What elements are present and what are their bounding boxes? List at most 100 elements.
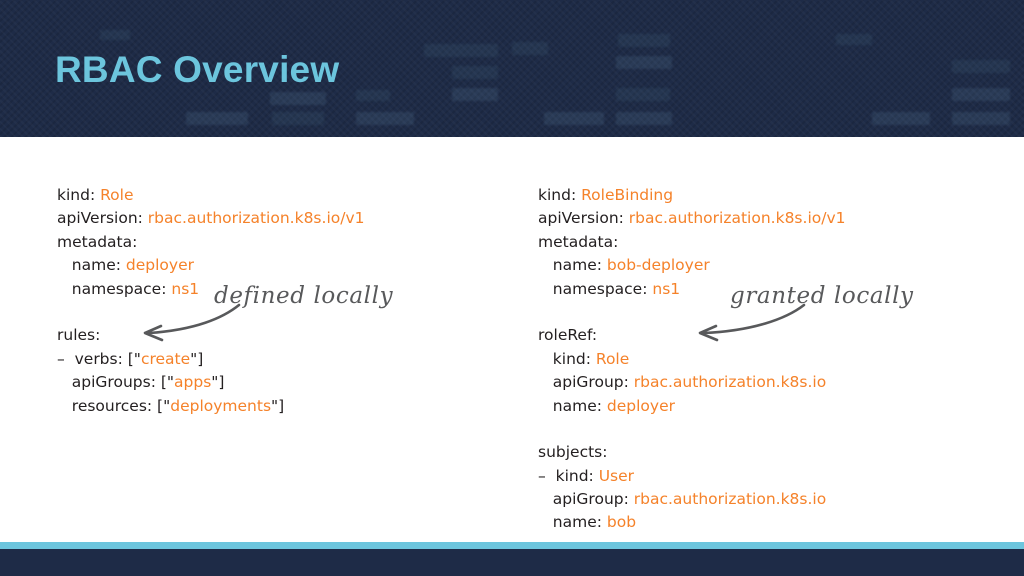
yaml-key: metadata: (538, 232, 619, 251)
header-pattern-block (452, 66, 498, 79)
yaml-line: rules: (57, 324, 364, 347)
yaml-value: deployer (120, 256, 194, 275)
yaml-key: name: (538, 396, 602, 415)
yaml-line: apiGroup: rbac.authorization.k8s.io (538, 488, 845, 511)
yaml-value: rbac.authorization.k8s.io/v1 (142, 209, 365, 228)
yaml-line: resources: ["deployments"] (57, 395, 364, 418)
yaml-key: namespace: (57, 279, 167, 298)
yaml-key: apiGroup: (538, 490, 629, 509)
yaml-punct: "] (271, 396, 285, 415)
yaml-punct: [" (155, 373, 175, 392)
yaml-value: rbac.authorization.k8s.io (628, 490, 827, 509)
yaml-line: name: deployer (538, 395, 845, 418)
yaml-key: resources: (57, 396, 153, 415)
header-pattern-block (270, 92, 326, 105)
yaml-key: kind: (57, 186, 96, 204)
yaml-key: apiGroups: (57, 373, 156, 392)
yaml-line: name: bob-deployer (538, 254, 845, 277)
slide-header: RBAC Overview (0, 0, 1024, 137)
header-pattern-block (618, 34, 670, 47)
yaml-key: rules: (57, 326, 101, 345)
footer-bar (0, 549, 1024, 576)
yaml-key: subjects: (538, 443, 608, 462)
yaml-value: rbac.authorization.k8s.io/v1 (623, 209, 846, 228)
yaml-line: kind: RoleBinding (538, 184, 845, 207)
header-texture (0, 0, 1024, 137)
footer-accent-stripe (0, 542, 1024, 549)
header-pattern-block (452, 88, 498, 101)
page-title: RBAC Overview (55, 49, 340, 90)
header-pattern-block (872, 112, 930, 125)
yaml-line: apiVersion: rbac.authorization.k8s.io/v1 (57, 207, 364, 230)
yaml-key: apiVersion: (57, 209, 143, 228)
header-pattern-block (544, 112, 604, 125)
header-pattern-block (616, 56, 672, 69)
yaml-value: bob (601, 513, 637, 532)
header-pattern-block (356, 90, 390, 101)
annotation-defined-locally: defined locally (214, 283, 394, 309)
yaml-punct: "] (211, 373, 225, 392)
yaml-value: rbac.authorization.k8s.io (628, 373, 827, 392)
yaml-line: metadata: (57, 231, 364, 254)
yaml-line: subjects: (538, 441, 845, 464)
yaml-line: kind: Role (57, 184, 364, 207)
yaml-line: name: deployer (57, 254, 364, 277)
yaml-line: apiVersion: rbac.authorization.k8s.io/v1 (538, 207, 845, 230)
yaml-line: name: bob (538, 511, 845, 534)
yaml-key: apiVersion: (538, 209, 624, 228)
yaml-line: metadata: (538, 231, 845, 254)
header-pattern-block (952, 112, 1010, 125)
header-pattern-block (356, 112, 414, 125)
yaml-key: kind: (538, 186, 577, 204)
yaml-value: deployments (170, 396, 272, 415)
header-pattern-block (952, 60, 1010, 73)
yaml-value: deployer (601, 396, 675, 415)
yaml-punct: [" (152, 396, 171, 415)
yaml-key: name: (57, 256, 121, 275)
yaml-line: namespace: ns1 (57, 278, 364, 301)
header-pattern-block (424, 44, 498, 57)
header-pattern-block (952, 88, 1010, 101)
header-pattern-block (616, 112, 672, 125)
yaml-line: apiGroup: rbac.authorization.k8s.io (538, 371, 845, 394)
curved-arrow-left-icon (698, 303, 806, 342)
yaml-punct: "] (190, 349, 204, 368)
yaml-key: apiGroup: (538, 373, 629, 392)
yaml-key: kind: (538, 349, 591, 368)
yaml-key: – kind: (538, 466, 594, 485)
header-pattern-block (186, 112, 248, 125)
yaml-value: ns1 (166, 279, 200, 298)
header-pattern-block (512, 42, 548, 55)
header-pattern-block (272, 112, 324, 125)
yaml-value: apps (174, 373, 212, 392)
yaml-value: create (140, 349, 191, 368)
yaml-value: Role (95, 186, 134, 204)
yaml-line: kind: Role (538, 348, 845, 371)
yaml-value: Role (590, 349, 630, 368)
yaml-key: name: (538, 513, 602, 532)
yaml-value: bob-deployer (601, 256, 710, 275)
header-pattern-block (836, 34, 872, 45)
yaml-blank-line (538, 418, 845, 441)
yaml-value: RoleBinding (576, 186, 674, 204)
header-pattern-block (616, 88, 670, 101)
yaml-line: – verbs: ["create"] (57, 348, 364, 371)
header-pattern-block (100, 30, 130, 40)
yaml-line: apiGroups: ["apps"] (57, 371, 364, 394)
yaml-punct: [" (122, 349, 141, 368)
yaml-key: roleRef: (538, 326, 598, 345)
yaml-value: ns1 (647, 279, 681, 298)
yaml-key: – verbs: (57, 349, 123, 368)
annotation-granted-locally: granted locally (730, 283, 914, 309)
yaml-key: name: (538, 256, 602, 275)
curved-arrow-left-icon (143, 303, 241, 342)
yaml-line: roleRef: (538, 324, 845, 347)
yaml-key: metadata: (57, 232, 138, 251)
yaml-value: User (593, 466, 635, 485)
yaml-line: namespace: ns1 (538, 278, 845, 301)
yaml-line: – kind: User (538, 465, 845, 488)
yaml-key: namespace: (538, 279, 648, 298)
